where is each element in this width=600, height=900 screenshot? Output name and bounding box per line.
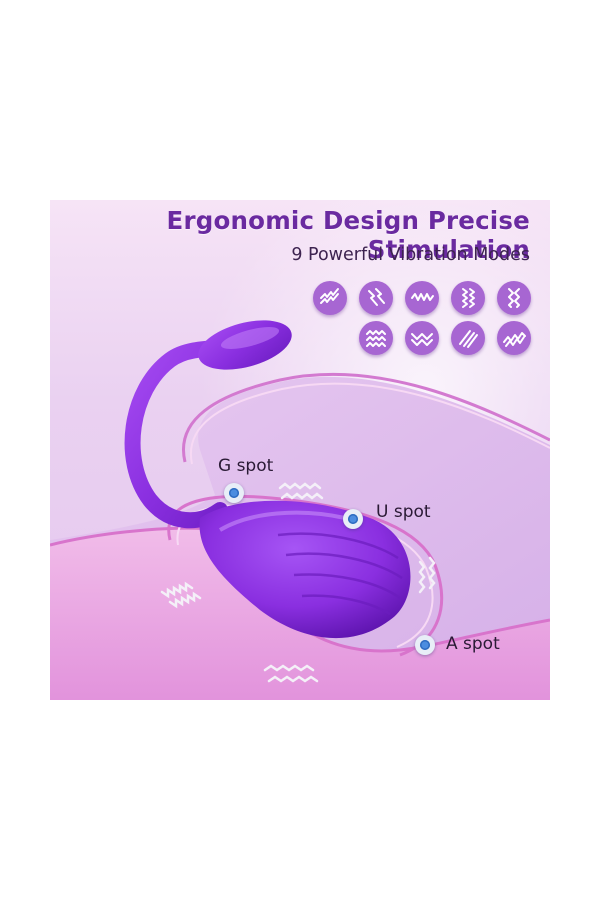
g-spot-label: G spot	[218, 456, 274, 476]
u-spot-label: U spot	[376, 502, 431, 522]
g-spot-marker	[224, 483, 244, 503]
double-zigzag-icon	[451, 281, 485, 315]
chevron-wave-icon	[405, 321, 439, 355]
a-spot-marker	[415, 635, 435, 655]
cross-zigzag-icon	[497, 281, 531, 315]
lightning-bolts-icon	[359, 281, 393, 315]
mixed-zigzag-icon	[497, 321, 531, 355]
background-illustration	[50, 200, 550, 700]
headline: Ergonomic Design Precise Stimulation	[166, 206, 530, 264]
zigzag-wave-icon	[405, 281, 439, 315]
subheadline: 9 Powerful Vibration Modes	[291, 245, 530, 265]
u-spot-marker	[343, 509, 363, 529]
product-image-panel: Ergonomic Design Precise Stimulation 9 P…	[50, 200, 550, 700]
a-spot-label: A spot	[446, 634, 500, 654]
zigzag-diagonal-icon	[313, 281, 347, 315]
horizontal-zigzag-icon	[359, 321, 393, 355]
diagonal-lines-icon	[451, 321, 485, 355]
